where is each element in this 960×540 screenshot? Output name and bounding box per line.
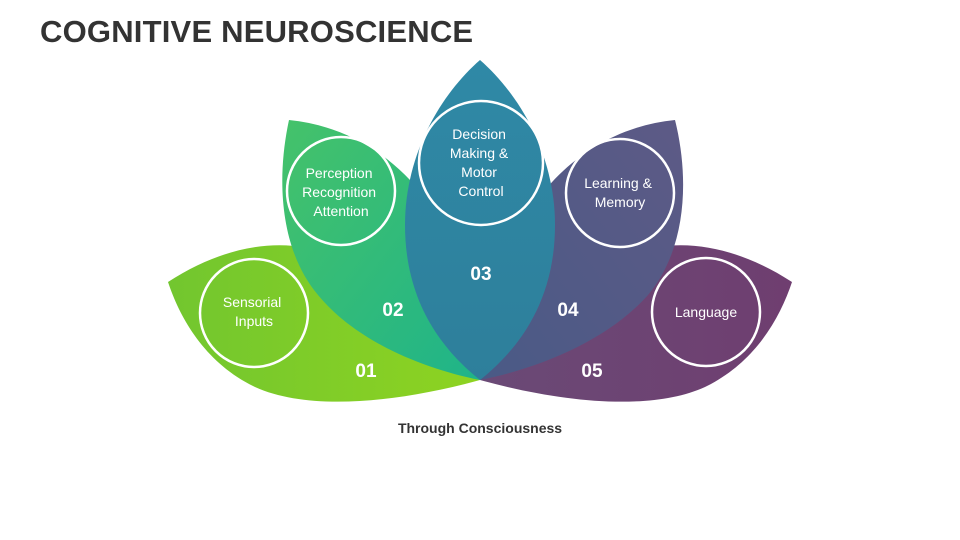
label-03: Decision Making & Motor Control bbox=[450, 126, 512, 199]
circle-04 bbox=[564, 137, 676, 249]
number-05: 05 bbox=[581, 361, 603, 382]
label-02: Perception Recognition Attention bbox=[302, 165, 380, 219]
label-04: Learning & Memory bbox=[584, 175, 656, 210]
number-04: 04 bbox=[557, 300, 579, 321]
petal-03 bbox=[405, 60, 555, 380]
label-01: Sensorial Inputs bbox=[223, 294, 285, 329]
circle-02 bbox=[285, 135, 397, 247]
number-03: 03 bbox=[470, 264, 491, 285]
circle-03 bbox=[417, 99, 545, 227]
circle-05 bbox=[650, 256, 762, 368]
petal-01 bbox=[168, 245, 480, 402]
diagram-caption: Through Consciousness bbox=[397, 420, 563, 436]
petal-05 bbox=[480, 245, 792, 402]
label-05: Language bbox=[675, 304, 738, 320]
circle-01 bbox=[198, 257, 310, 369]
number-01: 01 bbox=[355, 361, 377, 382]
number-02: 02 bbox=[382, 300, 403, 321]
slide-title: COGNITIVE NEUROSCIENCE bbox=[40, 14, 474, 49]
